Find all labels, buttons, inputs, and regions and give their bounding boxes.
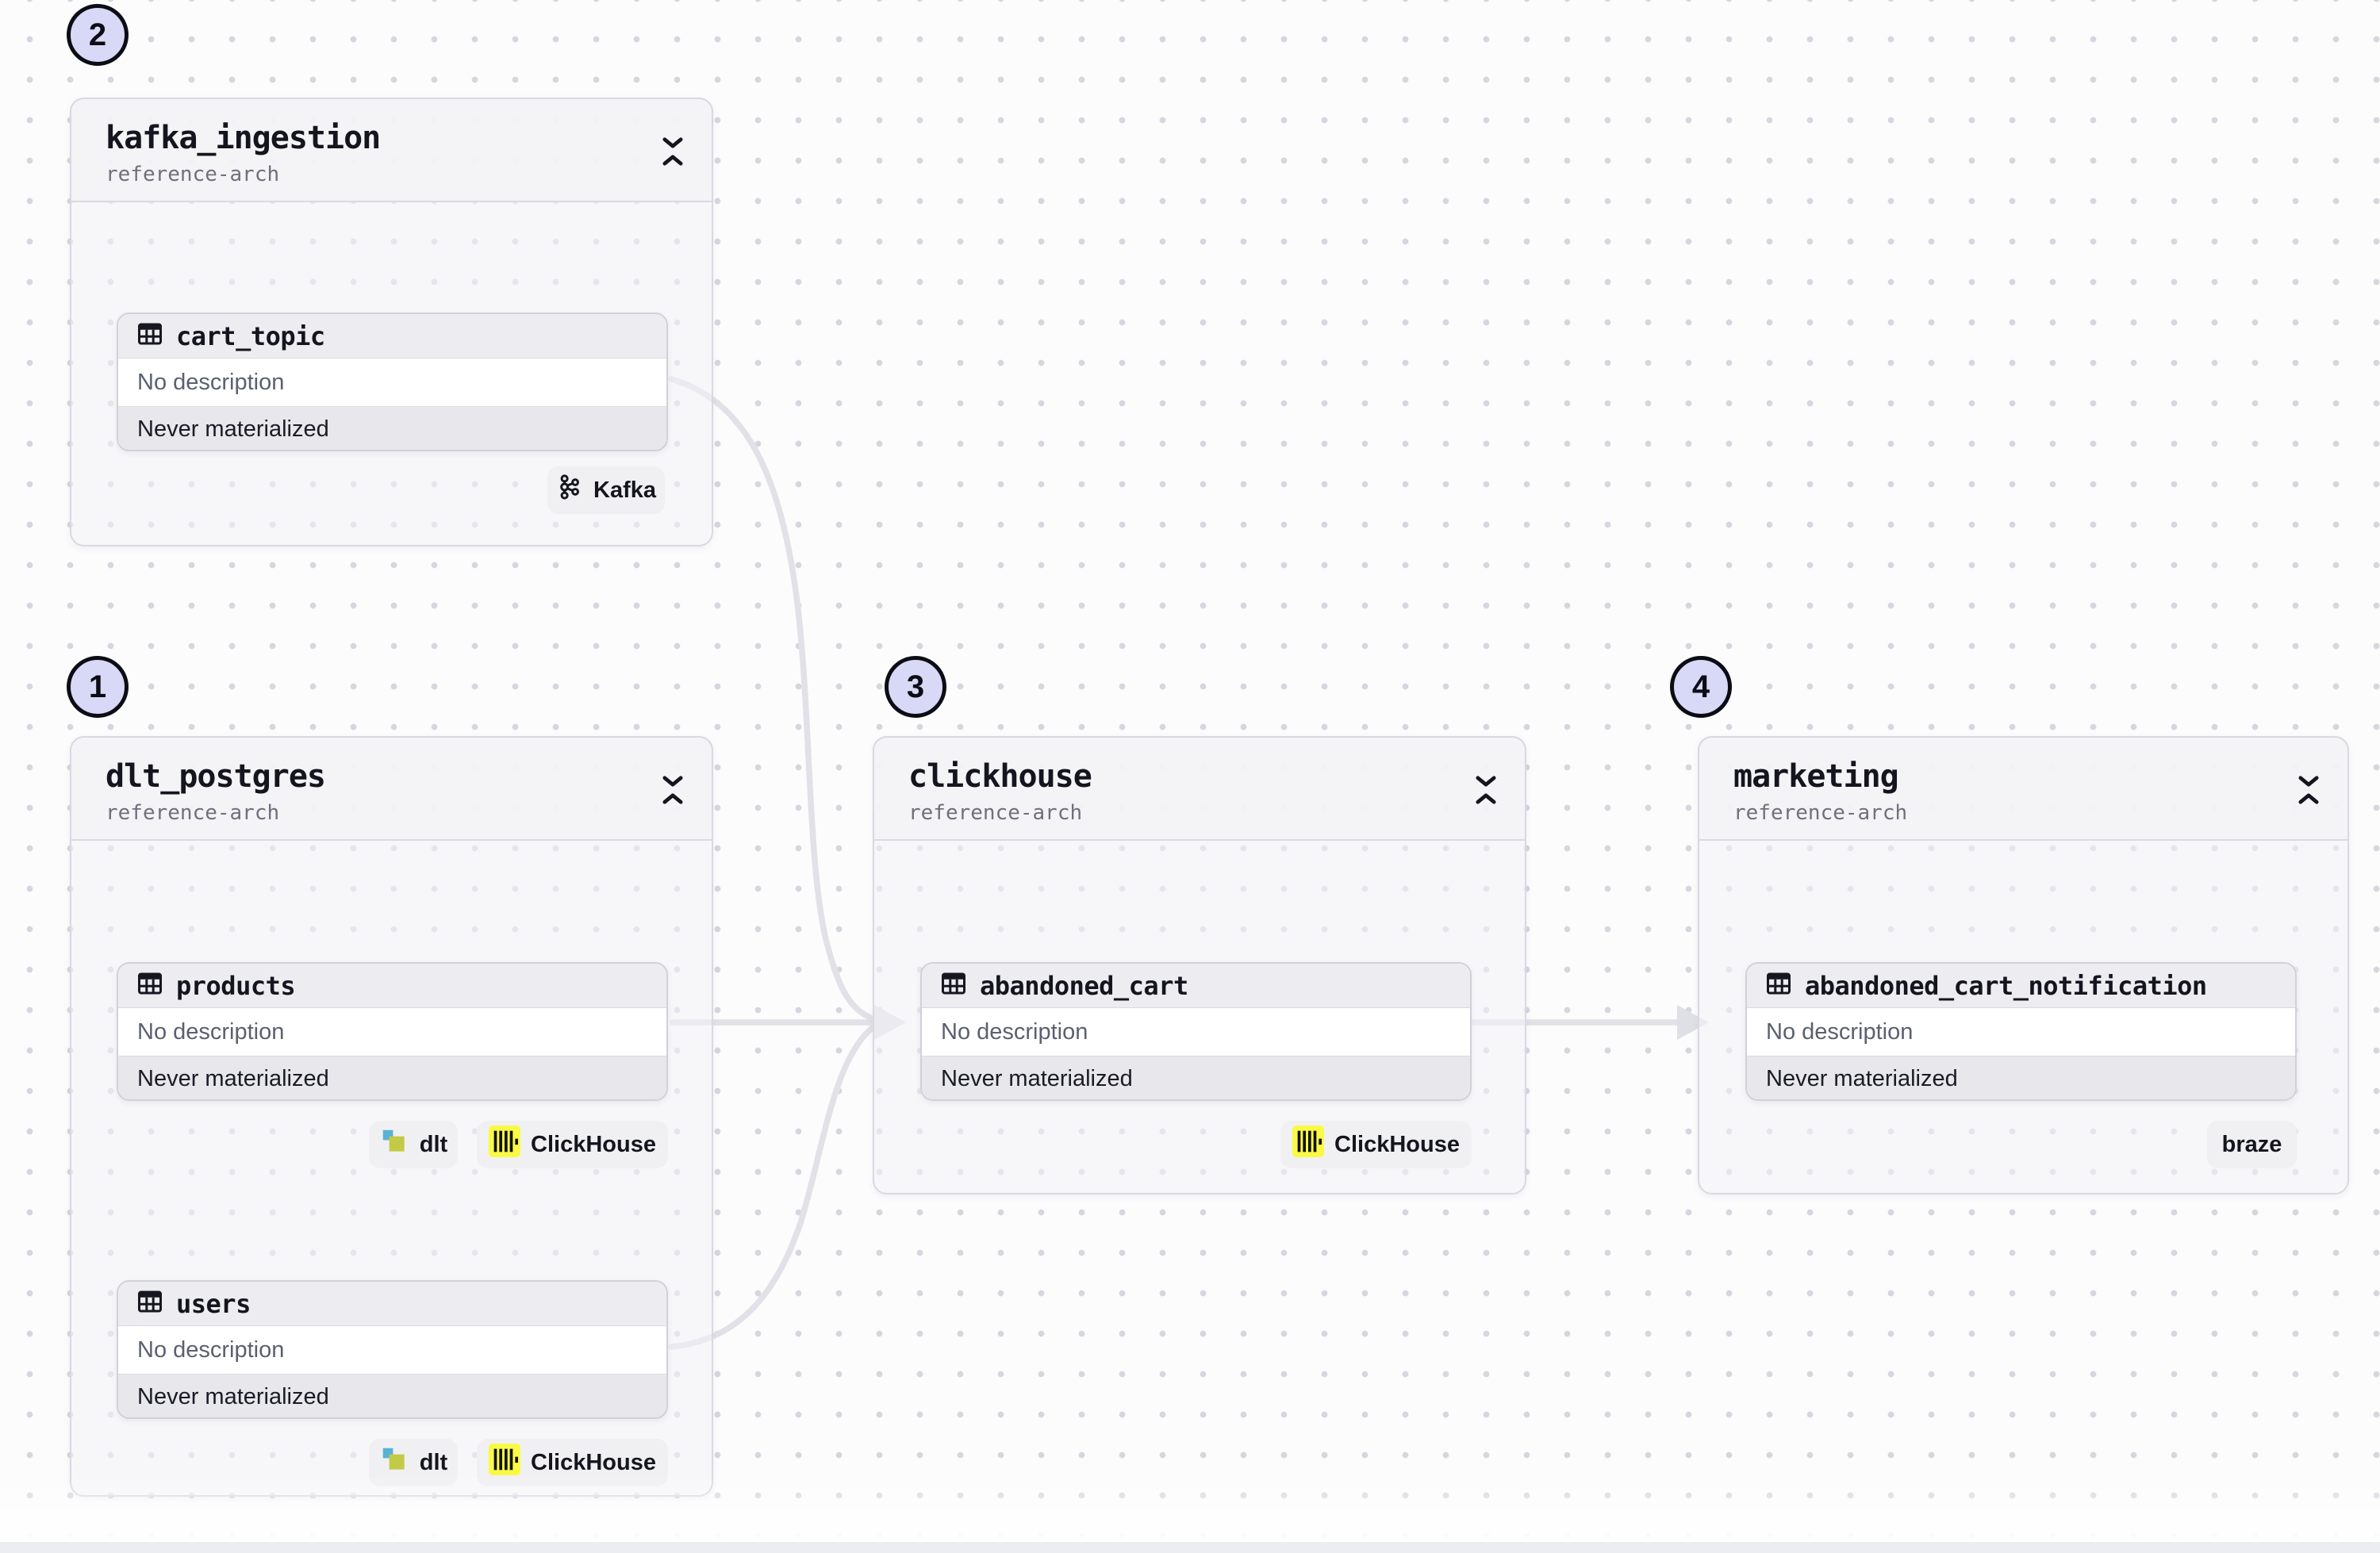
tag-dlt[interactable]: dlt: [369, 1439, 458, 1486]
tag-kafka[interactable]: Kafka: [547, 466, 665, 514]
group-title: marketing: [1733, 758, 1899, 795]
tag-clickhouse[interactable]: ClickHouse: [477, 1121, 668, 1168]
asset-status: Never materialized: [118, 1056, 666, 1099]
asset-description: No description: [118, 1326, 666, 1374]
asset-status: Never materialized: [118, 406, 666, 450]
clickhouse-icon: [489, 1444, 521, 1482]
step-badge-2: 2: [67, 4, 129, 66]
kafka-icon: [556, 474, 583, 507]
arrowhead-notification: [1677, 1005, 1709, 1040]
group-subtitle: reference-arch: [106, 163, 280, 186]
group-title: kafka_ingestion: [106, 120, 381, 156]
tag-label: ClickHouse: [1334, 1131, 1460, 1157]
step-badge-4: 4: [1670, 656, 1732, 718]
tag-label: dlt: [419, 1449, 448, 1475]
group-header-clickhouse[interactable]: clickhouse reference-arch: [873, 736, 1526, 841]
group-subtitle: reference-arch: [1733, 801, 1908, 825]
asset-description: No description: [118, 359, 666, 406]
group-header-marketing[interactable]: marketing reference-arch: [1698, 736, 2349, 841]
tag-clickhouse[interactable]: ClickHouse: [1280, 1121, 1472, 1168]
tag-label: ClickHouse: [531, 1449, 656, 1475]
asset-node-users[interactable]: users No description Never materialized: [117, 1280, 668, 1419]
asset-title: cart_topic: [176, 320, 325, 351]
tag-dlt[interactable]: dlt: [369, 1121, 458, 1168]
clickhouse-icon: [1292, 1125, 1325, 1164]
table-icon: [939, 969, 968, 1002]
asset-status: Never materialized: [922, 1056, 1470, 1099]
edge-cart-topic-to-abandoned-cart: [668, 376, 881, 1024]
dlt-icon: [379, 1126, 409, 1163]
collapse-icon[interactable]: [2295, 773, 2322, 807]
asset-status: Never materialized: [1747, 1056, 2295, 1099]
group-header-dlt-postgres[interactable]: dlt_postgres reference-arch: [70, 736, 713, 841]
group-header-kafka-ingestion[interactable]: kafka_ingestion reference-arch: [70, 98, 713, 202]
tag-label: Kafka: [593, 477, 656, 503]
bottom-panel-edge[interactable]: [0, 1542, 2380, 1553]
group-subtitle: reference-arch: [106, 801, 280, 825]
collapse-icon[interactable]: [659, 134, 686, 169]
table-icon: [1764, 969, 1793, 1002]
asset-description: No description: [118, 1008, 666, 1056]
tag-label: dlt: [419, 1131, 448, 1157]
asset-title: abandoned_cart_notification: [1805, 970, 2207, 1001]
asset-node-abandoned-cart[interactable]: abandoned_cart No description Never mate…: [920, 962, 1472, 1101]
asset-title: abandoned_cart: [980, 970, 1188, 1001]
clickhouse-icon: [489, 1125, 521, 1164]
edge-users-to-abandoned-cart: [668, 1021, 881, 1350]
table-icon: [136, 1287, 164, 1320]
table-icon: [136, 320, 164, 352]
tag-braze[interactable]: braze: [2207, 1121, 2297, 1168]
collapse-icon[interactable]: [659, 773, 686, 807]
asset-node-abandoned-cart-notification[interactable]: abandoned_cart_notification No descripti…: [1745, 962, 2297, 1101]
asset-status: Never materialized: [118, 1374, 666, 1417]
collapse-icon[interactable]: [1472, 773, 1499, 807]
asset-description: No description: [1747, 1008, 2295, 1056]
group-title: clickhouse: [908, 758, 1092, 795]
asset-title: users: [176, 1288, 251, 1319]
group-title: dlt_postgres: [106, 758, 326, 795]
asset-node-cart-topic[interactable]: cart_topic No description Never material…: [117, 313, 668, 451]
table-icon: [136, 969, 164, 1002]
dlt-icon: [379, 1444, 409, 1481]
step-badge-3: 3: [885, 656, 946, 718]
asset-title: products: [176, 970, 296, 1001]
tag-label: ClickHouse: [531, 1131, 656, 1157]
step-badge-1: 1: [67, 656, 129, 718]
asset-description: No description: [922, 1008, 1470, 1056]
tag-clickhouse[interactable]: ClickHouse: [477, 1439, 668, 1486]
group-subtitle: reference-arch: [908, 801, 1083, 825]
tag-label: braze: [2221, 1131, 2282, 1157]
asset-node-products[interactable]: products No description Never materializ…: [117, 962, 668, 1101]
